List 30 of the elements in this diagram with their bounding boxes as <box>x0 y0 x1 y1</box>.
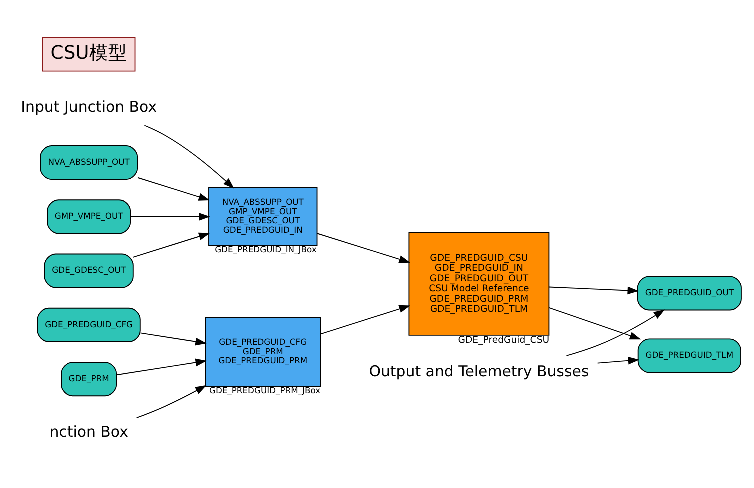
arrow <box>140 332 207 346</box>
arrow <box>144 125 234 189</box>
node-text: nction Box <box>50 423 128 442</box>
arrow <box>136 385 207 419</box>
node-box: GDE_PREDGUID_TLM <box>638 338 742 374</box>
node-label: GDE_PREDGUID_IN_JBox <box>215 244 317 255</box>
arrow <box>548 308 642 340</box>
node-box: GDE_PREDGUID_CSU GDE_PREDGUID_IN GDE_PREDGUID_OUT CSU Model Reference GDE_PREDGUID_PRM GDE_PREDGUID_TLM <box>408 232 550 336</box>
node-box: GDE_GDESC_OUT <box>44 254 134 288</box>
node-box: NVA_ABSSUPP_OUT GMP_VMPE_OUT GDE_GDESC_OUT GDE_PREDGUID_IN <box>208 188 318 246</box>
label: CSU模型 <box>50 43 128 64</box>
node-text: Output and Telemetry Busses <box>369 362 590 380</box>
arrow <box>597 356 640 365</box>
arrow <box>132 232 210 258</box>
node-box: GDE_PREDGUID_CFG GDE_PRM GDE_PREDGUID_PRM <box>205 317 321 388</box>
arrow <box>566 310 666 356</box>
node-label: GDE_PredGuid_CSU <box>458 334 550 346</box>
node-box: GDE_PREDGUID_OUT <box>637 276 742 311</box>
arrow <box>316 233 410 264</box>
node-box: GMP_VMPE_OUT <box>47 200 132 234</box>
arrow <box>320 305 410 335</box>
node-text: Input Junction Box <box>21 98 158 116</box>
node-box: GDE_PREDGUID_CFG <box>37 308 141 342</box>
node-box: NVA_ABSSUPP_OUT <box>40 146 138 180</box>
node-label: GDE_PREDGUID_PRM_JBox <box>209 386 321 396</box>
node-box: GDE_PRM <box>61 362 118 397</box>
arrow <box>116 358 207 376</box>
arrow <box>548 286 639 295</box>
arrow <box>138 177 210 201</box>
arrow <box>130 213 210 221</box>
